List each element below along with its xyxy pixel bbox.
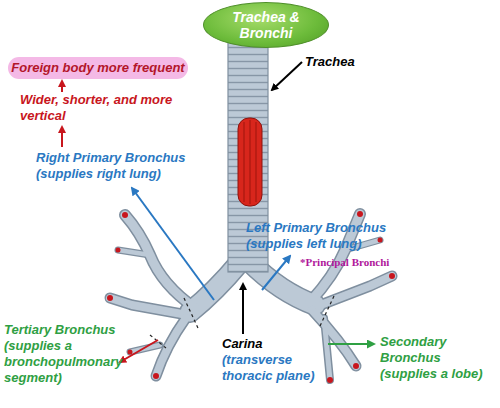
drawing-part xyxy=(118,250,150,255)
drawing-part xyxy=(116,248,121,253)
drawing-part xyxy=(132,188,214,300)
drawing-part xyxy=(262,256,290,290)
drawing-part xyxy=(110,298,182,314)
drawing-part xyxy=(312,310,356,366)
bronchus-label: Secondary Bronchus (supplies a lobe) xyxy=(380,334,500,382)
drawing-part xyxy=(125,215,195,308)
drawing-part xyxy=(107,295,113,301)
bronchus-label: Right Primary Bronchus (supplies right l… xyxy=(36,150,201,182)
drawing-part xyxy=(184,298,198,328)
drawing-part xyxy=(312,310,356,366)
trachea-label: Trachea xyxy=(305,54,385,70)
node-text: Foreign body more frequent xyxy=(11,60,184,76)
note-text: Wider, shorter, and more vertical xyxy=(20,92,180,124)
drawing-part xyxy=(125,215,195,308)
drawing-part xyxy=(318,276,392,306)
title-ellipse: Trachea & Bronchi xyxy=(203,2,329,48)
drawing-part xyxy=(242,284,244,334)
trachealis-muscle xyxy=(238,118,262,206)
drawing-part xyxy=(110,298,182,314)
note-text: *Principal Bronchi xyxy=(300,254,430,270)
highlight-band: Foreign body more frequent xyxy=(8,57,188,79)
drawing-part xyxy=(120,340,158,362)
drawing-part xyxy=(61,127,63,147)
drawing-part xyxy=(328,343,374,345)
drawing-part xyxy=(272,62,302,90)
drawing-part xyxy=(357,211,363,217)
drawing-part xyxy=(378,238,383,243)
bronchus-label: Tertiary Bronchus (supplies a bronchopul… xyxy=(4,322,136,386)
drawing-part xyxy=(324,318,330,380)
drawing-part xyxy=(327,377,333,383)
plane-label: (transverse thoracic plane) xyxy=(222,352,322,384)
drawing-part xyxy=(61,81,63,92)
drawing-part xyxy=(122,212,128,218)
drawing-part xyxy=(150,335,166,348)
drawing-part xyxy=(320,296,334,326)
drawing-part xyxy=(153,373,159,379)
bronchus-label: Left Primary Bronchus (supplies left lun… xyxy=(246,220,426,252)
drawing-part xyxy=(238,118,262,206)
carina-label: Carina xyxy=(222,336,292,352)
node-text: Trachea & Bronchi xyxy=(204,9,328,41)
drawing-part xyxy=(353,363,359,369)
drawing-part xyxy=(389,273,395,279)
drawing-part xyxy=(128,350,133,355)
drawing-part xyxy=(244,120,256,204)
